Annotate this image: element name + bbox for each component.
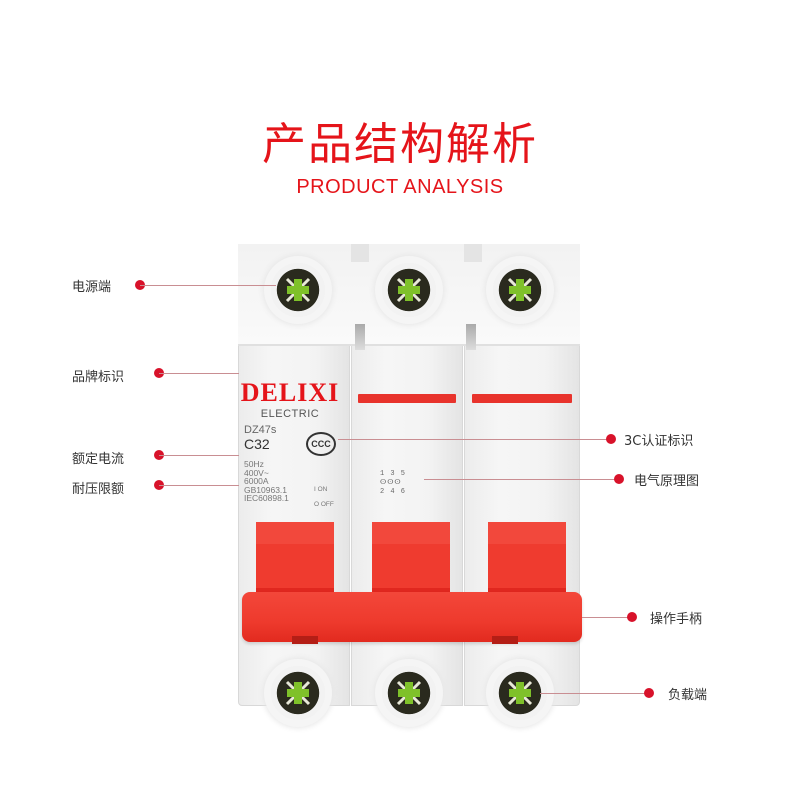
line-terminal-screw-2 <box>382 263 436 317</box>
spec-standard-gb: GB10963.1 <box>244 484 288 495</box>
page-title-en: PRODUCT ANALYSIS <box>296 176 504 198</box>
handle-lever-2[interactable] <box>372 522 450 598</box>
brand-logo: DELIXI <box>240 378 340 407</box>
pole-2-red-stripe <box>358 394 456 403</box>
line-terminal-screw-1 <box>271 263 325 317</box>
spec-breaking-capacity: 6000A <box>244 476 269 487</box>
model-number: DZ47s <box>244 424 277 436</box>
on-label: I ON <box>314 486 328 493</box>
spec-frequency: 50Hz <box>244 459 264 469</box>
line-terminal-screw-3 <box>493 263 547 317</box>
off-label: O OFF <box>314 501 334 508</box>
callout-dot-icon <box>614 474 624 484</box>
top-tab <box>464 244 482 262</box>
callout-dot-icon <box>606 434 616 444</box>
schematic-switch-icon: ⵙⵙⵙ <box>380 479 402 487</box>
ccc-certification-icon: CCC <box>306 432 336 456</box>
spec-voltage: 400V~ <box>244 467 269 478</box>
handle-hole <box>492 636 518 644</box>
screw-cross-icon <box>285 680 311 706</box>
brand-subtitle: ELECTRIC <box>260 408 320 420</box>
callout-dot-icon <box>644 688 654 698</box>
pole-3-red-stripe <box>472 394 572 403</box>
screw-cross-icon <box>507 680 533 706</box>
page-title-cn: 产品结构解析 <box>262 119 538 170</box>
screw-cross-icon <box>396 680 422 706</box>
load-terminal-screw-2 <box>382 666 436 720</box>
spec-list: 50Hz 400V~ 6000A GB10963.1 IEC60898.1 <box>244 460 289 503</box>
handle-hole <box>292 636 318 644</box>
spec-standard-iec: IEC60898.1 <box>244 493 289 504</box>
screw-cross-icon <box>396 277 422 303</box>
terminal-slot <box>355 324 365 350</box>
top-tab <box>351 244 369 262</box>
handle-lever-1[interactable] <box>256 522 334 598</box>
screw-cross-icon <box>507 277 533 303</box>
callout-dot-icon <box>627 612 637 622</box>
handle-lever-3[interactable] <box>488 522 566 598</box>
operating-handle-bar[interactable] <box>242 592 582 642</box>
load-terminal-screw-3 <box>493 666 547 720</box>
load-terminal-screw-1 <box>271 666 325 720</box>
current-rating: C32 <box>244 436 270 452</box>
screw-cross-icon <box>285 277 311 303</box>
on-off-indicator: I ON O OFF <box>314 482 334 512</box>
circuit-schematic: 1 3 5 ⵙⵙⵙ 2 4 6 <box>380 470 416 506</box>
terminal-slot <box>466 324 476 350</box>
